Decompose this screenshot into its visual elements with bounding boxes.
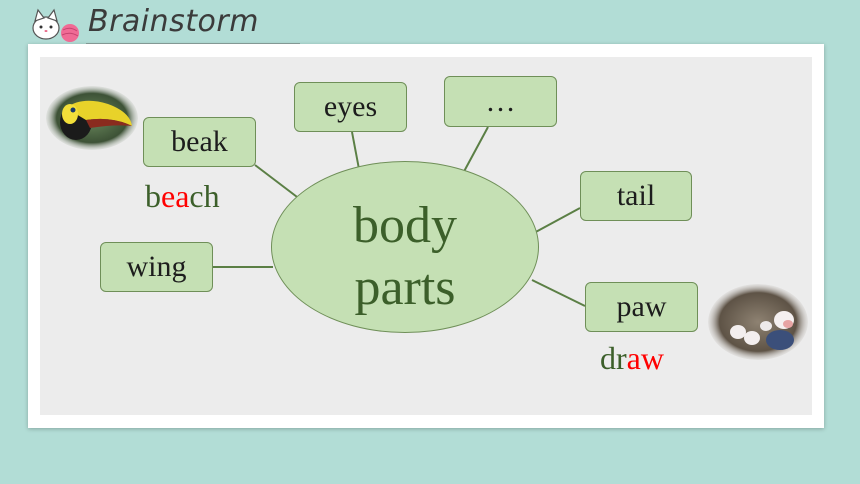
cat-icon xyxy=(32,8,79,42)
center-label-line2: parts xyxy=(354,259,456,316)
node-eyes: eyes xyxy=(294,82,407,132)
cat-paw-photo xyxy=(708,284,808,360)
toucan-photo xyxy=(46,86,138,150)
node-tail: tail xyxy=(580,171,692,221)
header-title: Brainstorm xyxy=(88,4,259,39)
phonics-word-beach: beach xyxy=(145,178,220,214)
center-ellipse xyxy=(271,161,539,333)
center-label-line1: body xyxy=(353,197,457,254)
node-more: … xyxy=(444,76,557,127)
phonics-word-draw: draw xyxy=(600,340,664,376)
node-beak: beak xyxy=(143,117,256,167)
node-paw: paw xyxy=(585,282,698,332)
node-wing: wing xyxy=(100,242,213,292)
